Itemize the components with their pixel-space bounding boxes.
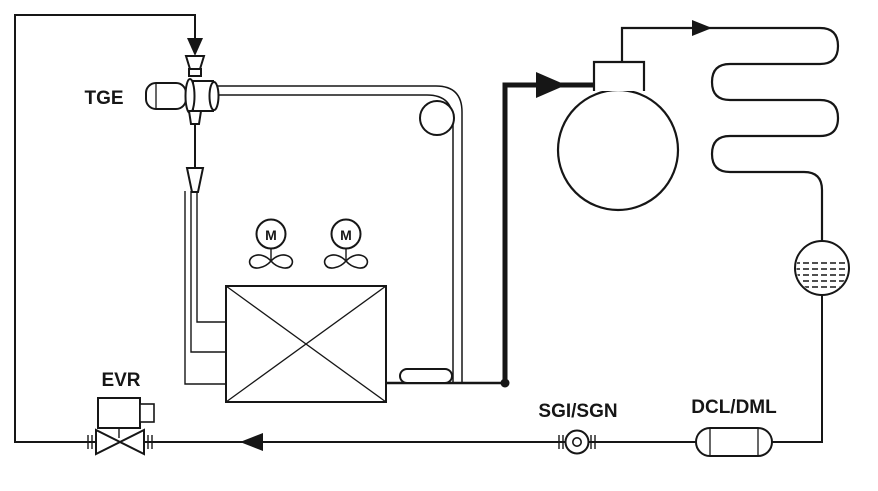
liquid-receiver-symbol (794, 240, 850, 296)
solenoid-valve-symbol (87, 397, 155, 456)
fan-motor-right-label: M (340, 227, 352, 243)
flow-arrows (187, 20, 712, 451)
sight-glass-label: SGI/SGN (538, 401, 617, 422)
distributor-tube-1 (184, 191, 226, 385)
sight-glass-eye (571, 436, 582, 447)
capillary-coil-icon (419, 100, 455, 136)
liquid-line-path (14, 14, 823, 443)
expansion-valve-label: TGE (84, 88, 123, 109)
fan-blade-left (323, 254, 348, 269)
flow-arrow-right-condenser (692, 20, 712, 36)
fan-blade-right (344, 254, 369, 269)
valve-flange-left (184, 78, 196, 114)
solenoid-valve-label: EVR (101, 370, 140, 391)
motor-circle (255, 218, 287, 250)
distributor-cone (185, 167, 205, 193)
distributor-tube-3 (196, 191, 226, 323)
valve-cone-right (117, 428, 145, 456)
distributor-tube-2 (190, 191, 226, 353)
valve-flange-right (208, 81, 220, 111)
discharge-line-and-condenser (620, 26, 840, 241)
fan-motor-left-label: M (265, 227, 277, 243)
solenoid-coil-block (97, 397, 141, 429)
sight-glass-symbol (558, 429, 596, 455)
filter-drier-symbol (695, 427, 773, 457)
drier-capsule (695, 427, 773, 457)
fan-motor-left: M (248, 218, 294, 269)
fan-blade-left (248, 254, 273, 269)
fan-blade-right (269, 254, 294, 269)
valve-cone-left (95, 428, 123, 456)
compressor-shell (556, 88, 680, 212)
flow-arrow-down-expansion-valve (187, 38, 203, 56)
sensor-bulb (399, 368, 453, 384)
flow-arrow-left-liquid-line (240, 433, 263, 451)
compressor-symbol (556, 60, 680, 212)
capillary-line-outer (213, 85, 463, 383)
pipe-junction-dot (500, 378, 510, 388)
expansion-valve-symbol (145, 55, 220, 193)
evaporator-symbol (225, 285, 387, 403)
valve-inlet-nozzle (184, 55, 206, 70)
condenser-coil-path (620, 26, 840, 241)
fan-motor-right: M (323, 218, 369, 269)
flow-arrow-right-compressor (536, 72, 566, 98)
filter-drier-label: DCL/DML (691, 397, 777, 418)
coil-connector (139, 403, 155, 423)
valve-inlet-neck (188, 68, 202, 77)
valve-outlet-neck (187, 110, 203, 125)
liquid-line-pipe (14, 14, 823, 443)
valve-power-element (145, 82, 187, 110)
evaporator-diagonal-2 (225, 285, 387, 403)
compressor-head (592, 60, 646, 91)
motor-circle (330, 218, 362, 250)
distributor-tubes (184, 191, 226, 385)
